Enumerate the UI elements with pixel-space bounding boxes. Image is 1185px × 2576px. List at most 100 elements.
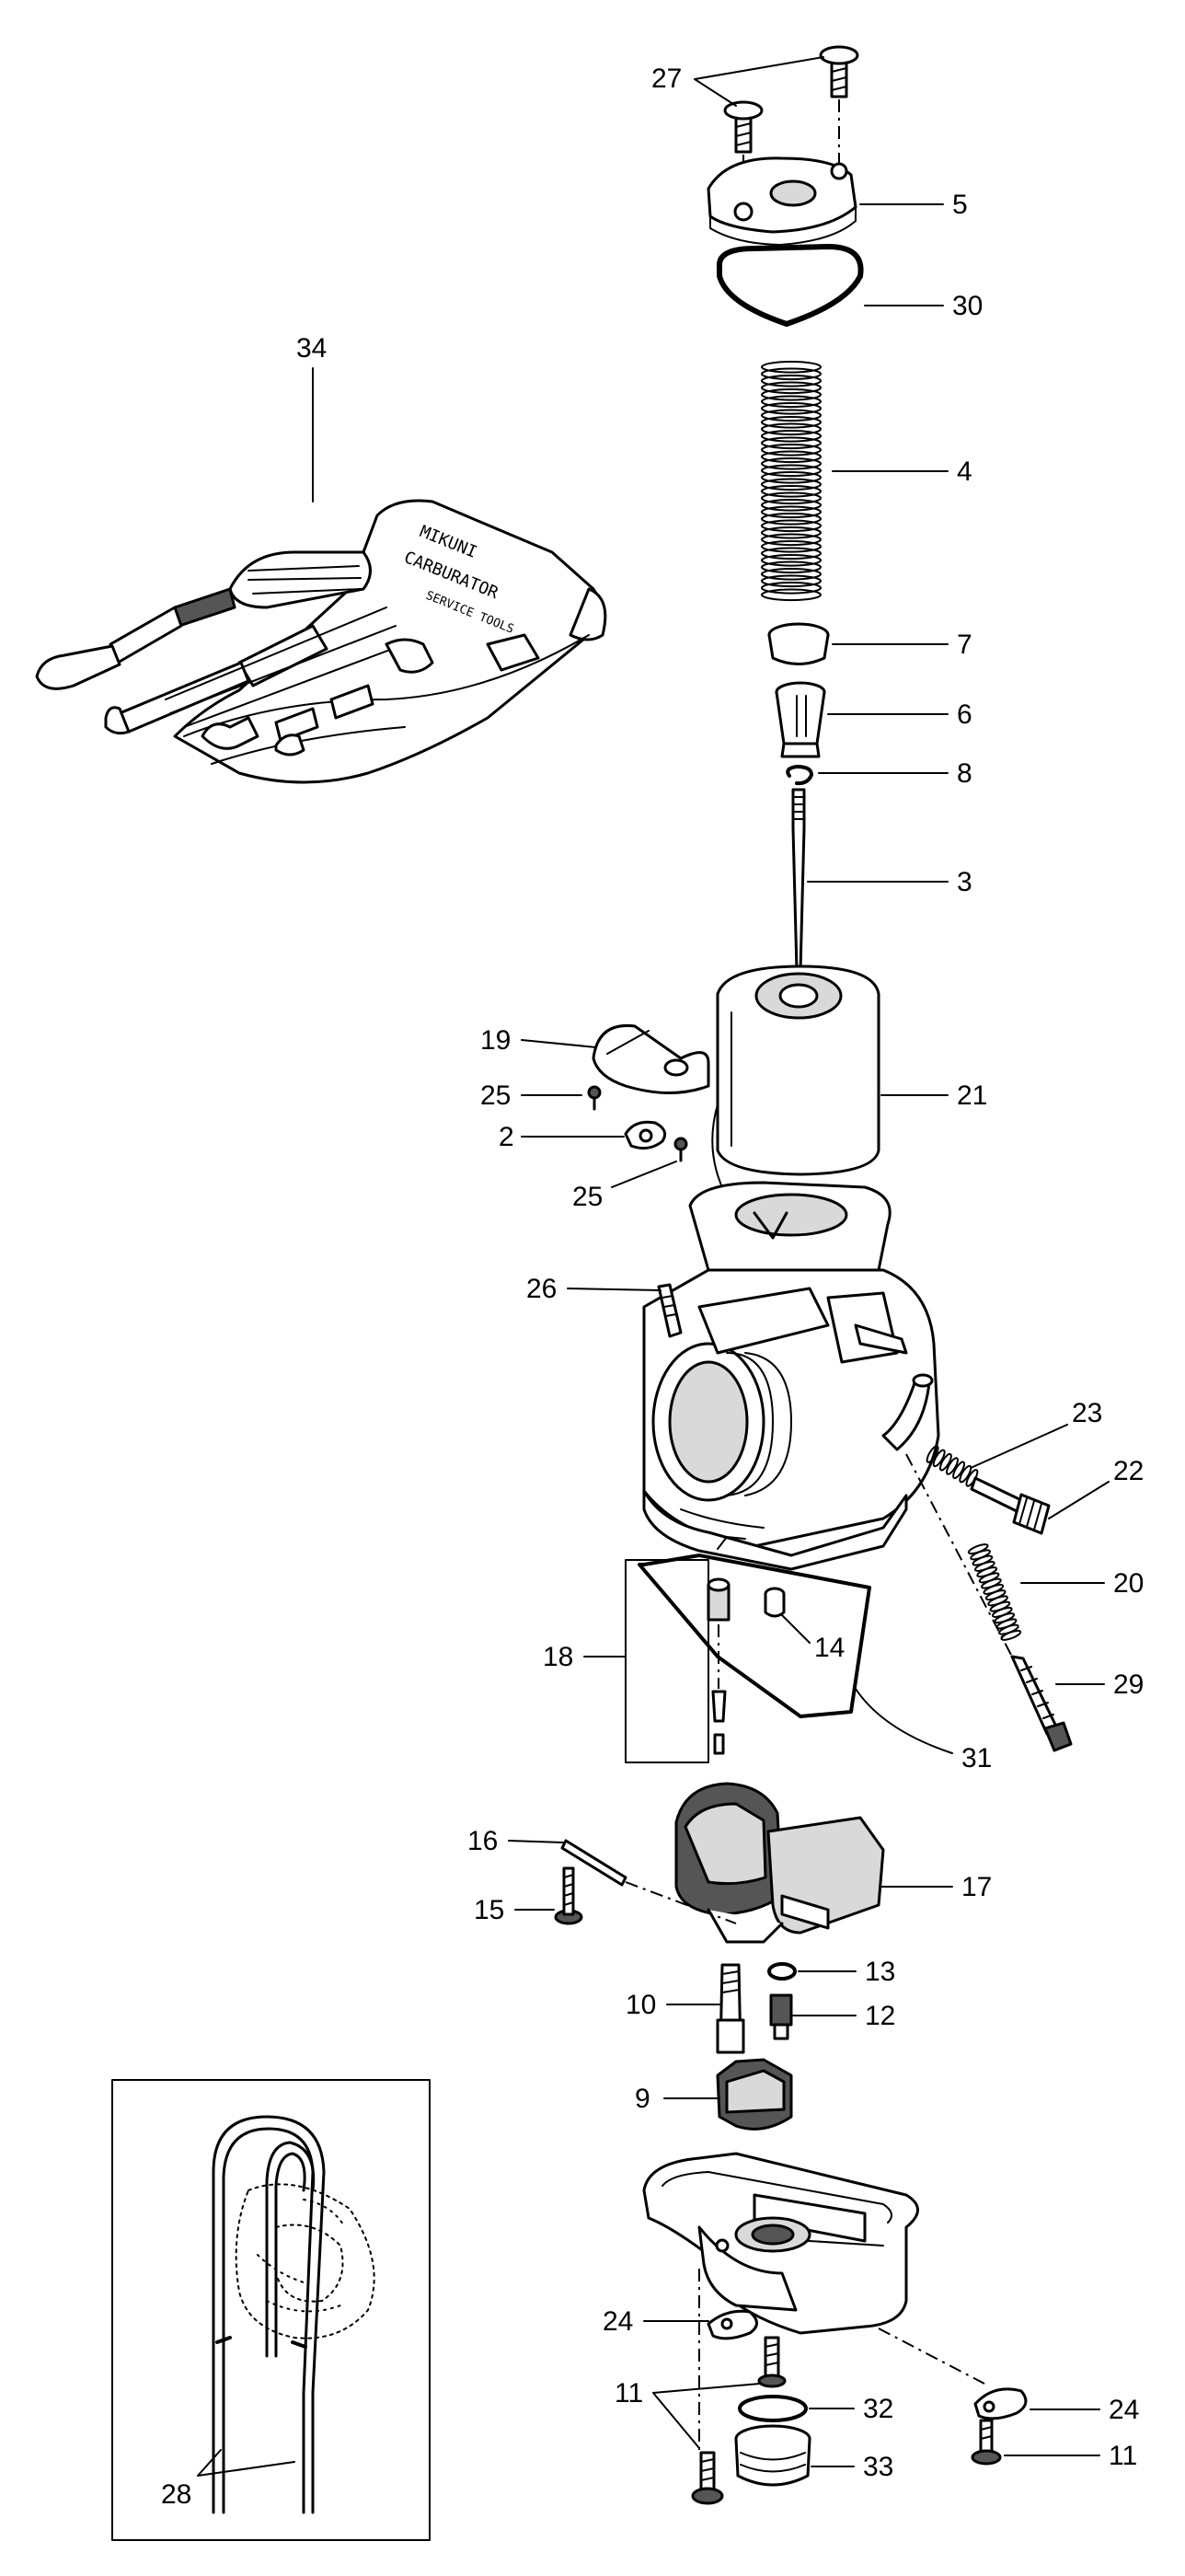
spring-coil	[946, 1457, 959, 1475]
part-16-pin	[560, 1839, 627, 1887]
spring-coil	[761, 547, 822, 560]
spring-coil	[978, 1572, 1000, 1584]
part-33-plug	[734, 2424, 811, 2487]
callout-14: 14	[814, 1633, 845, 1663]
callout-18: 18	[543, 1642, 573, 1672]
part-28-box	[111, 2079, 431, 2541]
part-12-main-jet	[769, 1993, 793, 2040]
part-24a-guide	[707, 2309, 758, 2340]
spring-coil	[761, 464, 822, 478]
callout-28: 28	[161, 2479, 191, 2510]
callout-2: 2	[499, 1122, 514, 1152]
float-bowl	[642, 2152, 919, 2335]
part-28-tube	[212, 2115, 375, 2514]
part-29-stop-screw	[1010, 1655, 1073, 1752]
part-7-seal	[767, 622, 830, 665]
spring-coil	[998, 1623, 1019, 1635]
spring-coil	[761, 553, 822, 567]
spring-coil	[995, 1618, 1018, 1630]
callout-11b: 11	[1109, 2441, 1137, 2471]
spring-coil	[967, 1543, 989, 1555]
part-27-screws	[723, 45, 859, 154]
spring-coil	[976, 1566, 998, 1578]
callout-25b: 25	[572, 1182, 603, 1212]
callout-31: 31	[961, 1743, 992, 1773]
spring-coil	[761, 381, 822, 395]
callout-25a: 25	[480, 1080, 511, 1111]
part-19-cover	[592, 1023, 710, 1094]
callout-21: 21	[957, 1080, 987, 1111]
part-2-washer	[624, 1120, 667, 1150]
callout-8: 8	[957, 758, 972, 789]
part-31-gasket	[638, 1554, 871, 1718]
spring-coil	[761, 387, 822, 401]
leader-14	[781, 1614, 811, 1644]
spring-coil	[761, 450, 822, 464]
part-11a-screws	[691, 2336, 787, 2505]
callout-23: 23	[1072, 1398, 1102, 1428]
spring-coil	[761, 401, 822, 415]
callout-26: 26	[526, 1274, 557, 1304]
part-34-tool-kit: MIKUNI CARBURATOR SERVICE TOOLS	[35, 499, 607, 784]
spring-coil	[761, 360, 822, 374]
part-5-cap	[707, 156, 857, 246]
spring-coil	[959, 1464, 972, 1484]
spring-coil	[761, 533, 822, 547]
spring-coil	[761, 436, 822, 450]
spring-coil	[761, 567, 822, 581]
axis-bowl	[698, 2269, 985, 2453]
gasket-tab	[717, 1536, 746, 1550]
spring-coil	[970, 1549, 991, 1561]
callout-6: 6	[957, 699, 972, 730]
spring-coil	[761, 581, 822, 595]
part-6-holder	[775, 681, 826, 758]
spring-coil	[761, 491, 822, 505]
callout-24b: 24	[1109, 2395, 1139, 2425]
spring-coil	[761, 415, 822, 429]
part-21-slide	[716, 965, 880, 1176]
spring-coil	[761, 422, 822, 436]
leader-27	[694, 56, 824, 107]
part-25-screws	[587, 1085, 688, 1162]
spring-coil	[926, 1445, 939, 1463]
part-3-needle	[791, 788, 806, 973]
spring-coil	[761, 478, 822, 491]
spring-coil	[761, 470, 822, 484]
callout-32: 32	[863, 2394, 893, 2424]
callout-34: 34	[296, 333, 327, 364]
leader-22	[1048, 1481, 1110, 1519]
leader-26	[567, 1288, 662, 1291]
leader-23	[970, 1424, 1068, 1469]
callout-3: 3	[957, 867, 972, 897]
part-22-air-screw	[970, 1476, 1051, 1535]
spring-coil	[983, 1583, 1005, 1595]
part-9-baffle	[716, 2058, 793, 2131]
spring-coil	[987, 1595, 1008, 1607]
leader-25b	[611, 1161, 677, 1188]
spring-coil	[761, 484, 822, 498]
leader-31	[855, 1688, 953, 1754]
callout-29: 29	[1113, 1669, 1144, 1700]
part-8-clip	[786, 765, 813, 786]
spring-coil	[761, 539, 822, 553]
callout-4: 4	[957, 456, 972, 487]
callout-16: 16	[467, 1826, 498, 1856]
callout-27: 27	[651, 64, 682, 94]
axis-16	[625, 1881, 737, 1924]
leader-19	[521, 1039, 597, 1048]
callout-13: 13	[865, 1957, 895, 1987]
carburetor-body	[642, 1181, 940, 1571]
spring-coil	[761, 560, 822, 574]
spring-coil	[761, 519, 822, 533]
spring-coil	[991, 1606, 1013, 1618]
callout-10: 10	[626, 1990, 656, 2020]
part-14-seat	[764, 1587, 786, 1618]
callout-7: 7	[957, 630, 972, 660]
spring-coil	[761, 409, 822, 422]
callout-33: 33	[863, 2452, 893, 2482]
spring-coil	[761, 395, 822, 409]
callout-24a: 24	[603, 2306, 633, 2337]
part-4-spring	[761, 360, 822, 602]
leader-11a	[652, 2383, 761, 2449]
